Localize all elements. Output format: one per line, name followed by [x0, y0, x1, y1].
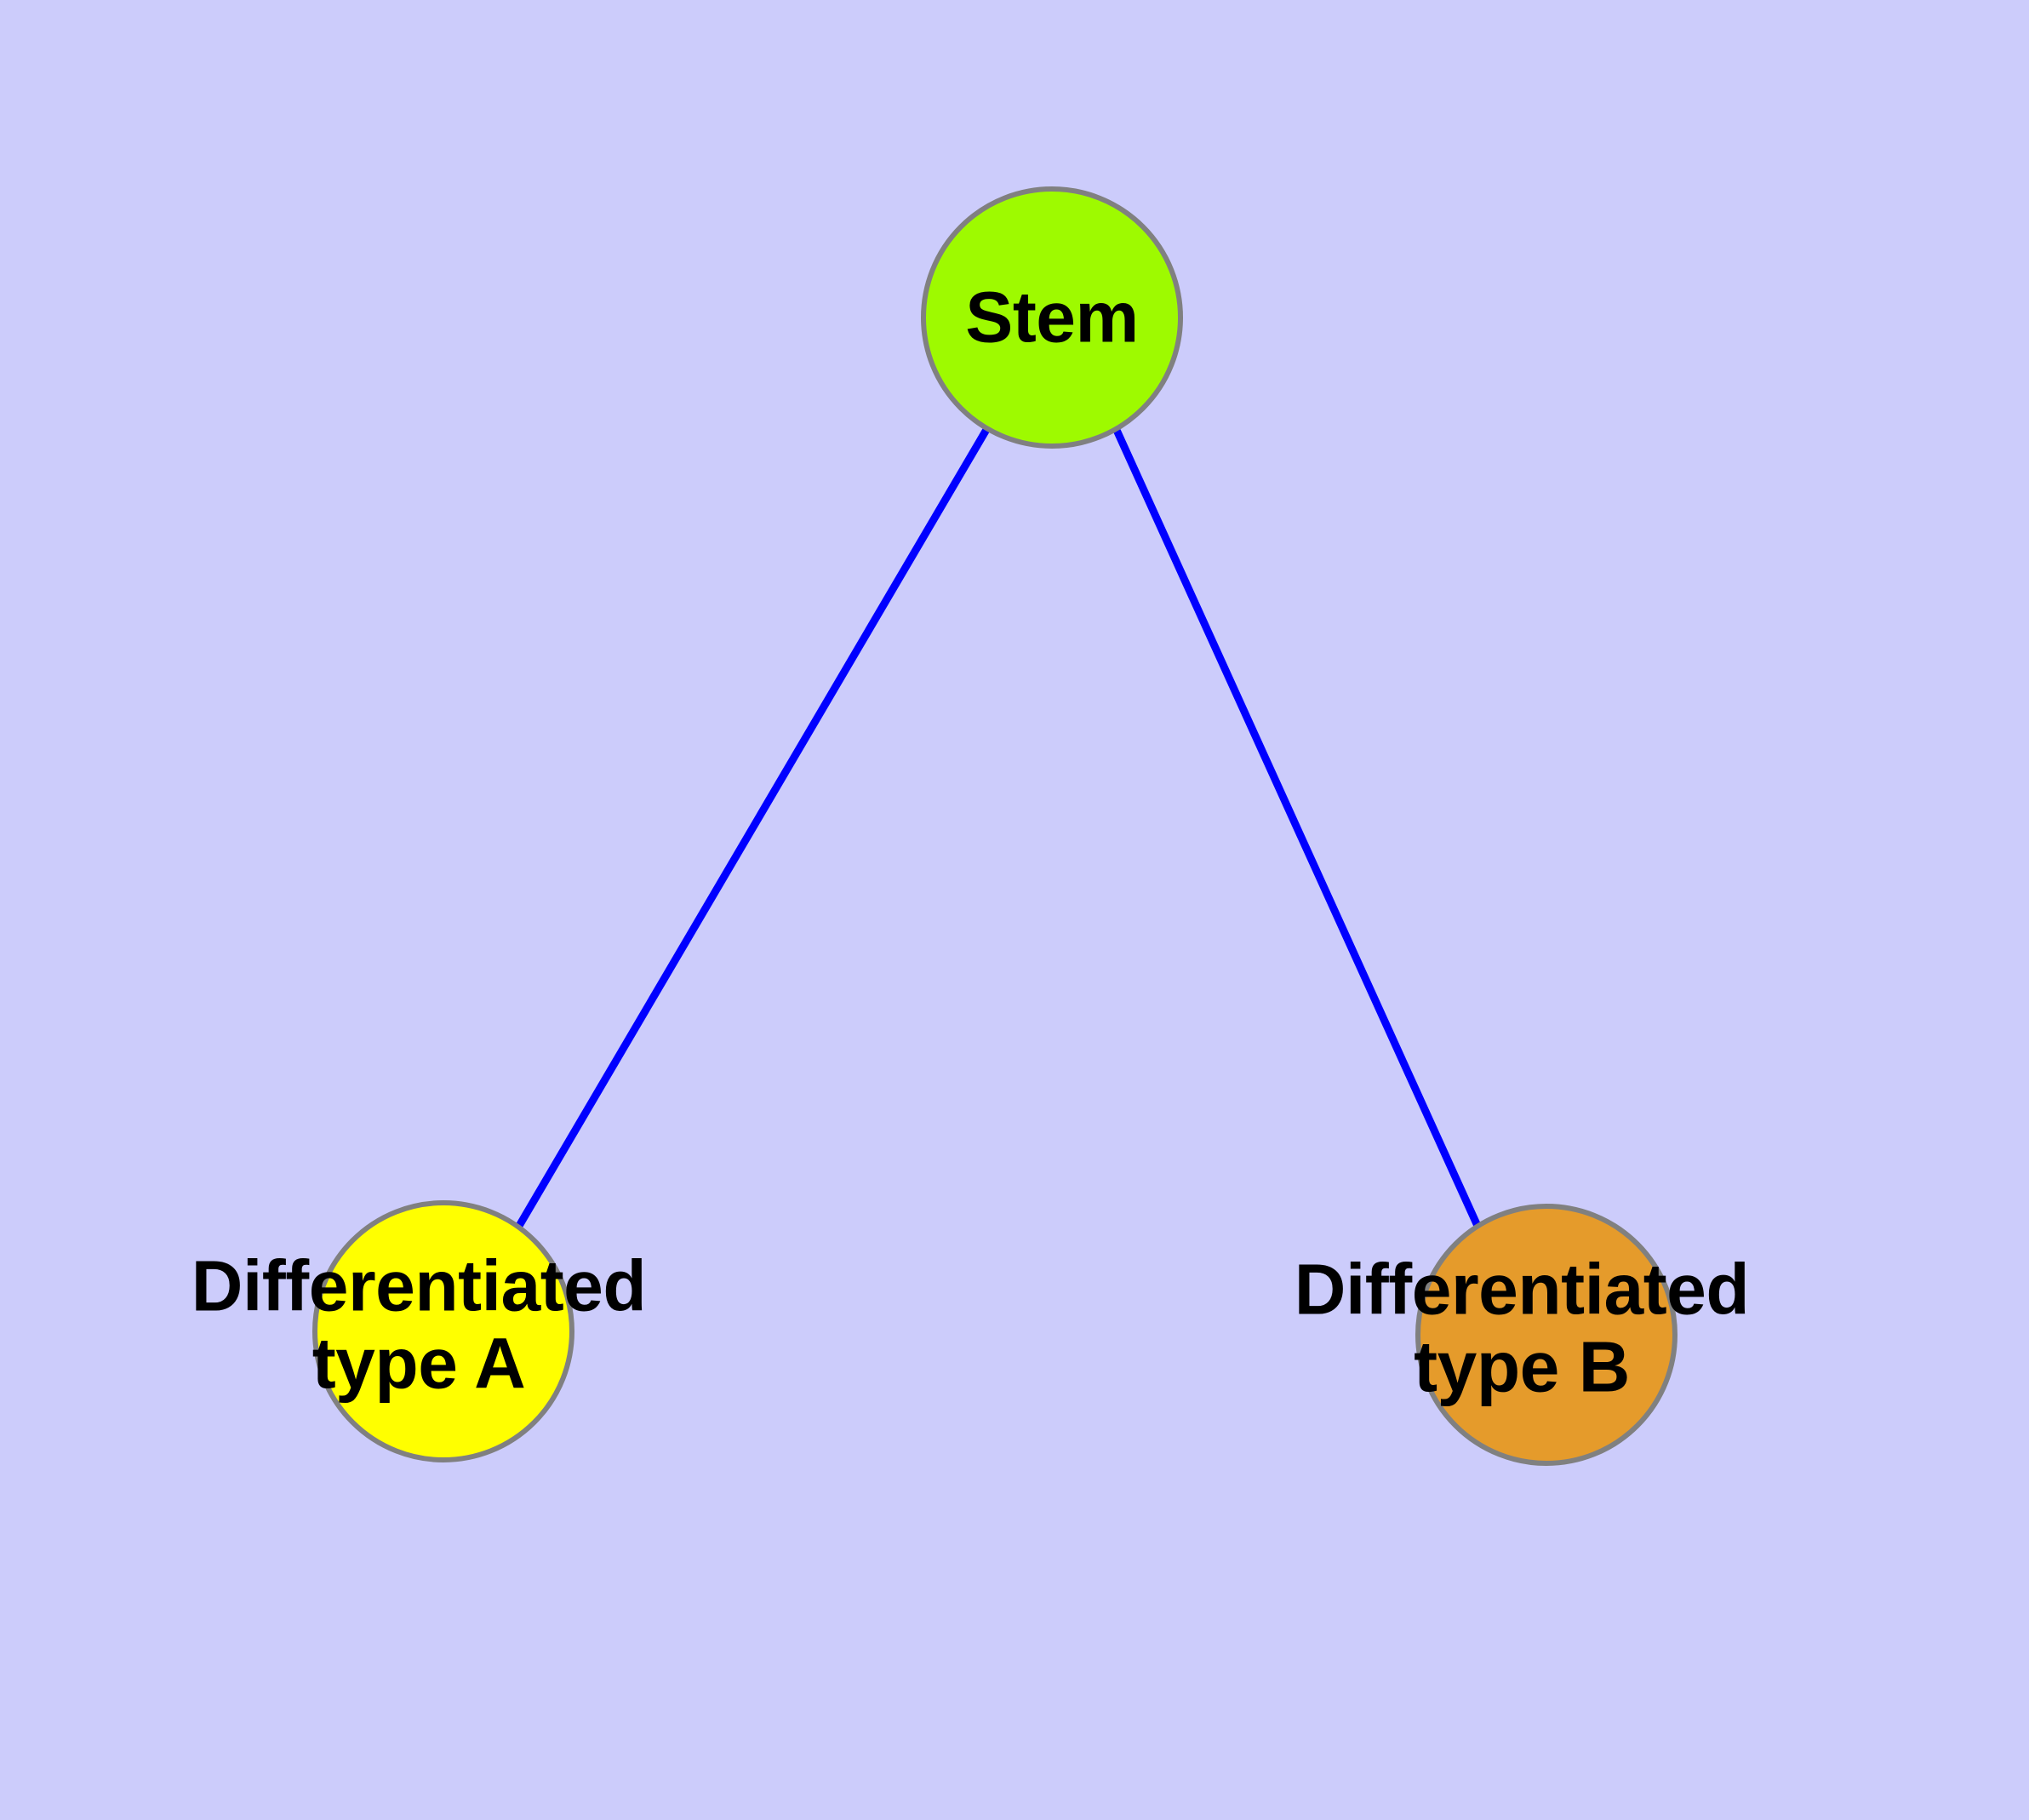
- node-diff_b-circle[interactable]: [1415, 1204, 1677, 1466]
- node-stem-circle[interactable]: [921, 186, 1183, 449]
- node-diff_a-circle[interactable]: [312, 1200, 574, 1462]
- nodes-group: [312, 186, 1677, 1466]
- edges-group: [516, 426, 1482, 1228]
- edge-stem-diff-a[interactable]: [516, 426, 991, 1228]
- edge-stem-diff-b[interactable]: [1112, 426, 1482, 1228]
